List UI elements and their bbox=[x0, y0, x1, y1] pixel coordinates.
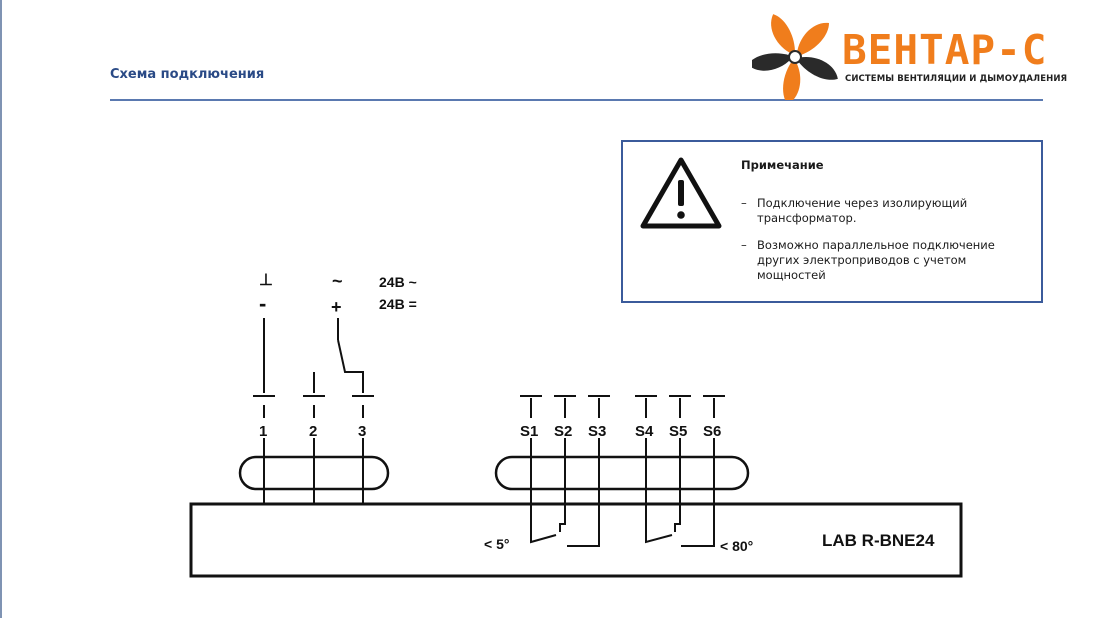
terminal-label: 2 bbox=[309, 423, 317, 440]
logo-name: ВЕНТАР-С bbox=[842, 26, 1048, 74]
terminal-label: 1 bbox=[259, 423, 267, 440]
ground-symbol: ⊥ bbox=[259, 272, 273, 289]
page-title: Схема подключения bbox=[110, 67, 265, 82]
terminal-label: 3 bbox=[358, 423, 366, 440]
switch-label: < 5° bbox=[484, 536, 509, 552]
minus-symbol: - bbox=[259, 291, 266, 316]
terminal-label: S4 bbox=[635, 423, 654, 440]
device-model-label: LAB R-BNE24 bbox=[822, 531, 935, 550]
device-body bbox=[189, 502, 963, 578]
note-box: Примечание –Подключение через изолирующи… bbox=[621, 140, 1043, 303]
aux-cable-gland bbox=[494, 455, 750, 491]
note-item: –Подключение через изолирующий трансформ… bbox=[741, 196, 1031, 226]
ac-voltage-label: 24В ~ bbox=[379, 274, 417, 290]
terminal-label: S1 bbox=[520, 423, 538, 440]
header-divider bbox=[110, 99, 1043, 101]
warning-icon bbox=[640, 157, 722, 229]
note-title: Примечание bbox=[741, 158, 824, 172]
switch-label: < 80° bbox=[720, 538, 753, 554]
dc-voltage-label: 24В = bbox=[379, 296, 417, 312]
note-item-text: Возможно параллельное подключение других… bbox=[757, 238, 995, 282]
terminal-label: S3 bbox=[588, 423, 606, 440]
bullet-dash: – bbox=[741, 196, 747, 210]
switch-5deg bbox=[530, 438, 557, 544]
page-edge-rule bbox=[0, 0, 2, 618]
company-logo: ВЕНТАР-С СИСТЕМЫ ВЕНТИЛЯЦИИ И ДЫМОУДАЛЕН… bbox=[752, 14, 1067, 100]
terminal-label: S5 bbox=[669, 423, 687, 440]
bullet-dash: – bbox=[741, 238, 747, 252]
logo-tagline: СИСТЕМЫ ВЕНТИЛЯЦИИ И ДЫМОУДАЛЕНИЯ bbox=[845, 74, 1068, 84]
switch-80deg bbox=[645, 438, 673, 544]
note-item-text: Подключение через изолирующий трансформа… bbox=[757, 196, 968, 225]
ac-symbol: ~ bbox=[332, 271, 343, 291]
fan-icon bbox=[752, 14, 838, 100]
terminal-label: S6 bbox=[703, 423, 721, 440]
terminal-label: S2 bbox=[554, 423, 572, 440]
plus-symbol: + bbox=[331, 297, 342, 317]
note-item: –Возможно параллельное подключение други… bbox=[741, 238, 1031, 283]
